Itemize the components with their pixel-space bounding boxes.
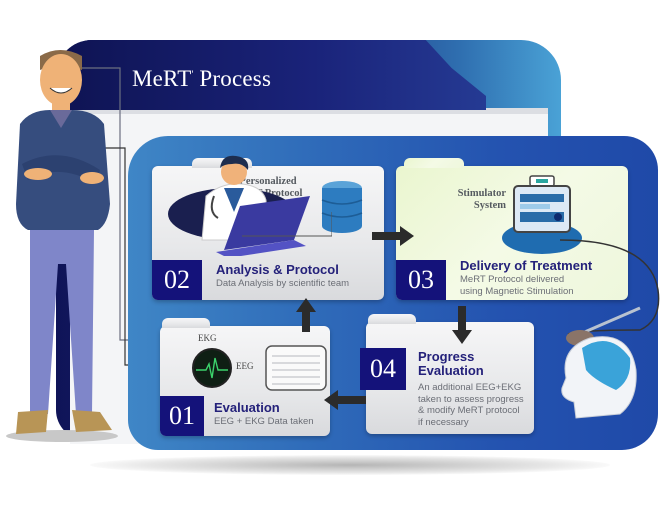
step-title: Delivery of Treatment xyxy=(460,258,593,273)
eeg-chart-icon xyxy=(265,345,327,391)
protocol-connector-line xyxy=(242,212,332,237)
card-tab xyxy=(162,318,210,328)
database-icon xyxy=(321,181,363,233)
ekg-monitor-icon xyxy=(192,348,232,388)
head-brain-icon xyxy=(559,239,660,419)
step-number-badge: 04 xyxy=(360,348,406,390)
step-description: Data Analysis by scientific team xyxy=(216,278,350,289)
step-02-card: PersonalizedMeRT Protocol 02 Analysis & … xyxy=(152,155,384,300)
title-superscript: ' xyxy=(191,69,194,81)
page-title: MeRT' Process xyxy=(132,66,271,92)
step-description: EEG + EKG Data taken xyxy=(214,416,314,427)
person-icon xyxy=(6,50,118,442)
arrow-right-02-to-03 xyxy=(372,226,414,246)
title-bar xyxy=(56,40,486,110)
title-main: MeRT xyxy=(132,66,192,91)
arrow-down-03-to-04 xyxy=(452,306,472,344)
stimulator-device-icon xyxy=(502,175,582,254)
arrow-up-01-to-02 xyxy=(296,298,316,332)
ekg-label: EKG xyxy=(198,333,217,343)
card-tab xyxy=(368,314,416,324)
arrow-left-04-to-01 xyxy=(324,390,366,410)
title-rest: Process xyxy=(193,66,272,91)
step-number-badge: 03 xyxy=(396,260,446,300)
step-title: Analysis & Protocol xyxy=(216,262,339,277)
eeg-label: EEG xyxy=(236,361,254,371)
step-number-badge: 01 xyxy=(160,396,204,436)
step-title: Evaluation xyxy=(214,400,280,415)
card-tab xyxy=(404,158,464,168)
floor-shadow xyxy=(90,455,610,475)
step-01-card: EKG EEG 01 Evaluation EEG + EKG Data tak… xyxy=(160,318,330,436)
step-number-badge: 02 xyxy=(152,260,202,300)
